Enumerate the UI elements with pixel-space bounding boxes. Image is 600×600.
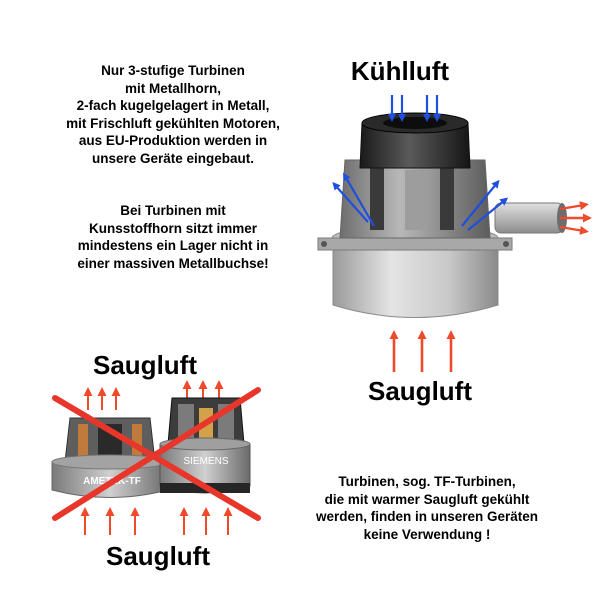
flange-screw [503, 241, 509, 247]
exhaust-arrow [559, 225, 589, 235]
cooling-arrow-out [467, 197, 509, 231]
info-text-block-2: Bei Turbinen mit Kunsstoffhorn sitzt imm… [28, 202, 318, 272]
cooling-arrow-out [461, 179, 500, 227]
housing-slot [405, 170, 427, 230]
suction-arrows-small [80, 507, 233, 535]
copper-winding [132, 424, 142, 458]
info-line: Turbinen, sog. TF-Turbinen, [338, 474, 516, 489]
info-line: mit Frischluft gekühlten Motoren, [66, 115, 280, 131]
main-turbine-motor [317, 112, 567, 318]
info-line: werden, finden in unseren Geräten [315, 509, 539, 524]
cooling-air-arrows [332, 95, 509, 231]
cooling-arrow-out [332, 182, 369, 223]
info-text-block-3: Turbinen, sog. TF-Turbinen, die mit warm… [282, 473, 572, 543]
exhaust-arrows [559, 201, 592, 235]
flange [317, 237, 513, 251]
suction-arrows-main [389, 330, 456, 372]
copper-winding [78, 424, 88, 458]
info-line: Kunsstoffhorn sitzt immer [88, 220, 257, 236]
housing-slot [440, 165, 454, 230]
fan-housing [332, 237, 499, 318]
housing-slot [370, 165, 384, 230]
outlet-pipe [494, 202, 564, 234]
suction-air-label-top-left: Saugluft [93, 350, 197, 380]
info-line: keine Verwendung ! [363, 526, 491, 542]
info-text-block-1: Nur 3-stufige Turbinen mit Metallhorn, 2… [28, 62, 318, 167]
info-line: mit Metallhorn, [124, 80, 221, 96]
flange-screw [321, 241, 327, 247]
cross-line [52, 387, 261, 521]
siemens-label: SIEMENS [183, 456, 228, 467]
info-line: die mit warmer Saugluft gekühlt [324, 491, 530, 507]
suction-air-label-bottom-left: Saugluft [106, 541, 210, 571]
cross-line [52, 395, 261, 521]
info-line: mindestens ein Lager nicht in [77, 238, 269, 253]
info-line: einer massiven Metallbuchse! [77, 255, 269, 271]
exhaust-arrow [559, 201, 589, 211]
cooling-cap-opening [383, 117, 447, 129]
info-line: Bei Turbinen mit [120, 203, 226, 218]
info-line: aus EU-Produktion werden in [78, 133, 268, 148]
cooling-arrow-out [342, 172, 375, 227]
cross-out-mark [52, 387, 261, 521]
cooling-air-label: Kühlluft [350, 56, 450, 86]
info-line: unsere Geräte eingebaut. [91, 150, 255, 166]
info-line: Nur 3-stufige Turbinen [101, 63, 245, 78]
info-line: 2-fach kugelgelagert in Metall, [76, 98, 270, 113]
suction-air-label-main: Saugluft [368, 376, 472, 406]
